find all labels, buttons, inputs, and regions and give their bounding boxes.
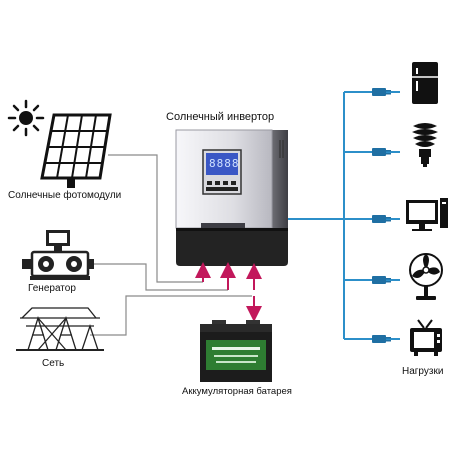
inverter-lcd-screen bbox=[206, 153, 238, 175]
sun-icon bbox=[7, 99, 45, 137]
power-grid-icon bbox=[16, 307, 104, 351]
inverter-lcd-readout: 8888 bbox=[209, 157, 240, 170]
generator-label: Генератор bbox=[28, 283, 76, 294]
plug-5 bbox=[372, 335, 386, 343]
refrigerator-icon bbox=[412, 62, 438, 104]
generator-icon bbox=[22, 230, 94, 280]
inverter-vents bbox=[279, 140, 284, 158]
battery-label: Аккумуляторная батарея bbox=[182, 386, 292, 397]
connection-arrows bbox=[195, 262, 262, 322]
generator-wire bbox=[92, 263, 228, 291]
inverter-base bbox=[176, 228, 288, 266]
plug-connectors bbox=[372, 88, 391, 343]
tv-icon bbox=[410, 319, 442, 356]
grid-wire bbox=[90, 295, 252, 336]
battery-icon bbox=[200, 320, 272, 382]
loads-label: Нагрузки bbox=[402, 366, 444, 377]
inverter-buttons bbox=[207, 181, 236, 185]
inverter-side bbox=[272, 130, 288, 228]
plug-1 bbox=[372, 88, 386, 96]
solar-inverter-device bbox=[175, 129, 288, 266]
plug-2 bbox=[372, 148, 386, 156]
left-wiring bbox=[90, 154, 252, 336]
inverter-title: Солнечный инвертор bbox=[166, 111, 275, 123]
plug-3 bbox=[372, 215, 386, 223]
fan-icon bbox=[409, 253, 443, 300]
computer-icon bbox=[406, 198, 448, 231]
solar-modules-label: Солнечные фотомодули bbox=[8, 190, 122, 201]
inverter-logo bbox=[201, 223, 245, 228]
grid-label: Сеть bbox=[42, 358, 65, 369]
solar-panel-icon bbox=[40, 113, 112, 188]
light-bulb-icon bbox=[412, 123, 438, 167]
solar-wire bbox=[108, 154, 203, 283]
plug-4 bbox=[372, 276, 386, 284]
